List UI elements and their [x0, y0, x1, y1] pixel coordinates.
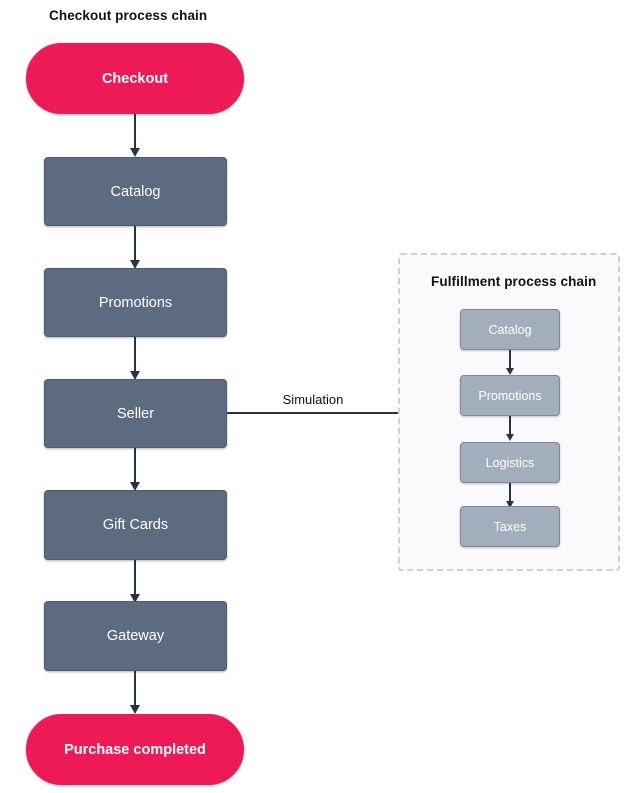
arrow-head-icon [130, 148, 140, 157]
node-promotions[interactable]: Promotions [44, 268, 227, 337]
simulation-link-line [227, 412, 399, 414]
sub-chain-title: Fulfillment process chain [431, 274, 597, 289]
subnode-promotions[interactable]: Promotions [460, 375, 560, 416]
arrow-sub-promotions-to-logistics [502, 416, 518, 441]
arrow-sub-catalog-to-promotions [502, 350, 518, 375]
arrow-gateway-to-purchase-completed [125, 671, 145, 714]
arrow-shaft [134, 560, 136, 594]
arrow-gift-cards-to-gateway [125, 560, 145, 603]
subnode-taxes[interactable]: Taxes [460, 506, 560, 547]
arrow-seller-to-gift-cards [125, 448, 145, 491]
node-catalog[interactable]: Catalog [44, 157, 227, 226]
arrow-head-icon [506, 501, 514, 508]
arrow-head-icon [130, 260, 140, 269]
arrow-shaft [509, 350, 511, 368]
main-chain-title: Checkout process chain [49, 8, 208, 23]
node-gift-cards[interactable]: Gift Cards [44, 490, 227, 560]
node-checkout[interactable]: Checkout [26, 43, 244, 114]
arrow-checkout-to-catalog [125, 114, 145, 157]
arrow-head-icon [130, 371, 140, 380]
arrow-head-icon [506, 368, 514, 375]
subnode-catalog[interactable]: Catalog [460, 309, 560, 350]
node-gateway[interactable]: Gateway [44, 601, 227, 671]
arrow-shaft [509, 416, 511, 434]
arrow-shaft [509, 483, 511, 501]
arrow-shaft [134, 671, 136, 705]
arrow-head-icon [506, 434, 514, 441]
subnode-logistics[interactable]: Logistics [460, 442, 560, 483]
arrow-head-icon [130, 594, 140, 603]
arrow-promotions-to-seller [125, 337, 145, 380]
arrow-shaft [134, 226, 136, 260]
node-seller[interactable]: Seller [44, 379, 227, 448]
arrow-head-icon [130, 482, 140, 491]
arrow-shaft [134, 448, 136, 482]
simulation-link-label: Simulation [282, 392, 344, 407]
arrow-sub-logistics-to-taxes [502, 483, 518, 508]
arrow-shaft [134, 114, 136, 148]
arrow-shaft [134, 337, 136, 371]
arrow-catalog-to-promotions [125, 226, 145, 269]
arrow-head-icon [130, 705, 140, 714]
node-purchase-completed[interactable]: Purchase completed [26, 714, 244, 785]
